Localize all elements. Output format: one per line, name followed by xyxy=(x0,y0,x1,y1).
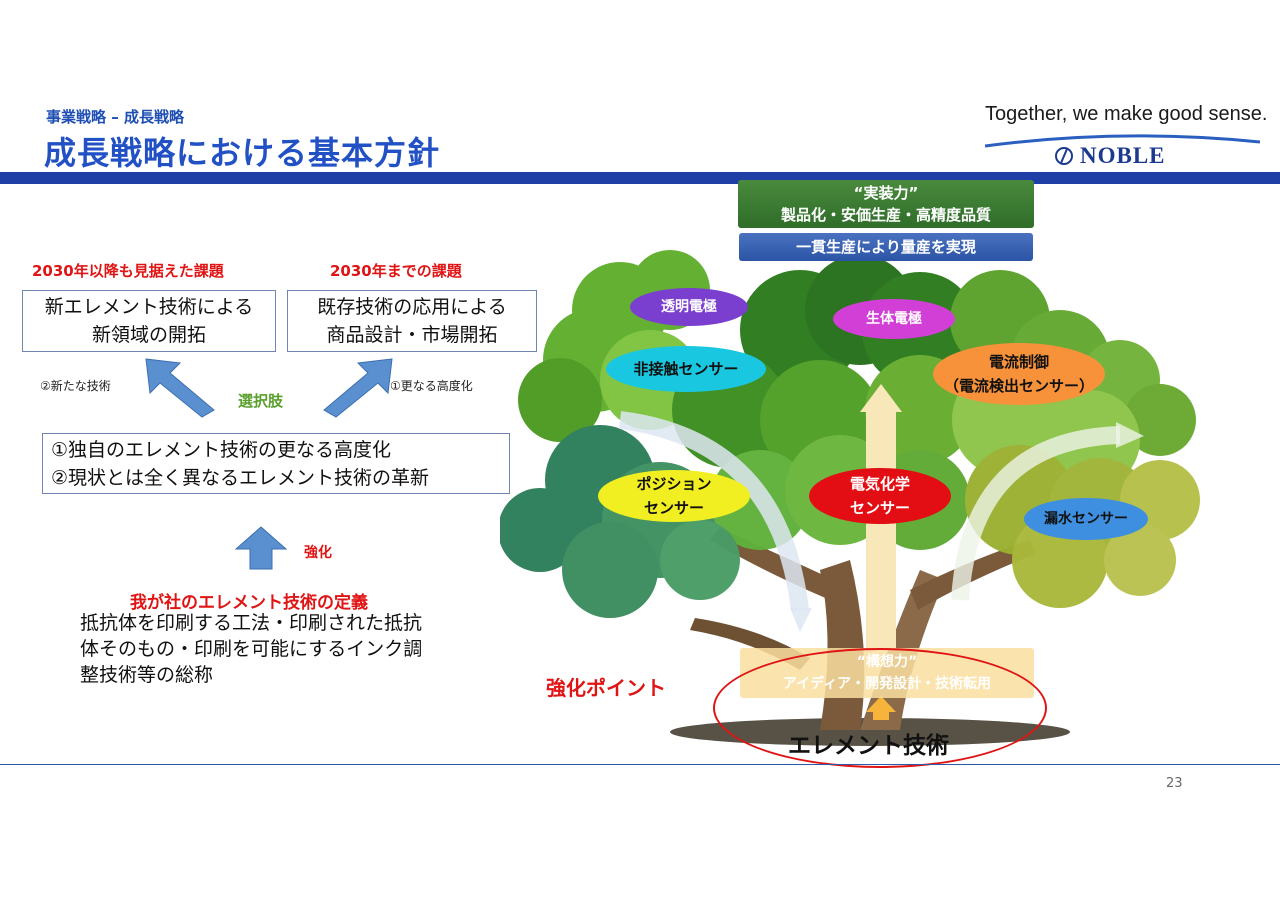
position-sensor-ellipse: ポジション センサー xyxy=(598,470,750,522)
note-advancement: ①更なる高度化 xyxy=(390,379,473,393)
box-new-domain: 新エレメント技術による 新領域の開拓 xyxy=(22,290,276,352)
arrow-up-icon xyxy=(234,526,288,570)
bio-electrode-label: 生体電極 xyxy=(866,311,922,327)
label-after-2030: 2030年以降も見据えた課題 xyxy=(32,262,224,280)
box-new-line1: 新エレメント技術による xyxy=(44,296,254,318)
box-existing-line2: 商品設計・市場開拓 xyxy=(326,324,498,346)
bio-electrode-ellipse: 生体電極 xyxy=(833,299,955,339)
transparent-electrode-ellipse: 透明電極 xyxy=(630,288,748,326)
definition-line2: 体そのもの・印刷を可能にするインク調 xyxy=(80,638,423,660)
noble-logo-icon xyxy=(1055,147,1073,165)
label-until-2030: 2030年までの課題 xyxy=(330,262,462,280)
arrow-up-left-icon xyxy=(145,358,215,418)
choices-box: ①独自のエレメント技術の更なる高度化 ②現状とは全く異なるエレメント技術の革新 xyxy=(42,433,510,494)
definition-line1: 抵抗体を印刷する工法・印刷された抵抗 xyxy=(80,612,423,634)
current-control-ellipse: 電流制御 （電流検出センサー） xyxy=(933,343,1105,405)
position-sensor-line2: センサー xyxy=(643,499,704,517)
current-control-line1: 電流制御 xyxy=(988,353,1049,371)
arrow-up-right-icon xyxy=(323,358,393,418)
electrochemical-sensor-line1: 電気化学 xyxy=(849,475,910,493)
definition-text: 抵抗体を印刷する工法・印刷された抵抗 体そのもの・印刷を可能にするインク調 整技… xyxy=(80,610,422,688)
definition-line3: 整技術等の総称 xyxy=(80,664,214,686)
element-tech-label: エレメント技術 xyxy=(788,733,949,759)
logo-swoosh-icon xyxy=(985,134,1260,148)
box-new-line2: 新領域の開拓 xyxy=(91,324,206,346)
position-sensor-line1: ポジション xyxy=(636,475,712,493)
strengthen-label: 強化 xyxy=(304,545,332,561)
transparent-electrode-label: 透明電極 xyxy=(661,299,717,315)
box-existing-line1: 既存技術の応用による xyxy=(317,296,507,318)
company-tagline: Together, we make good sense. xyxy=(985,103,1268,125)
breadcrumb: 事業戦略 – 成長戦略 xyxy=(46,108,184,126)
box-existing-tech: 既存技術の応用による 商品設計・市場開拓 xyxy=(287,290,537,352)
definition-title: 我が社のエレメント技術の定義 xyxy=(130,593,368,613)
page-number: 23 xyxy=(1166,776,1183,791)
options-label: 選択肢 xyxy=(238,392,284,410)
top-banner-title: “実装力” xyxy=(853,184,919,202)
footer-line xyxy=(0,764,1280,765)
implementation-banner: “実装力” 製品化・安価生産・高精度品質 xyxy=(738,180,1034,228)
strengthen-point-label: 強化ポイント xyxy=(546,676,666,700)
choice-line2: ②現状とは全く異なるエレメント技術の革新 xyxy=(51,467,430,489)
choice-line1: ①独自のエレメント技術の更なる高度化 xyxy=(51,439,392,461)
note-new-tech: ②新たな技術 xyxy=(40,379,111,393)
strengthen-point-circle xyxy=(713,648,1047,768)
company-logo: NOBLE xyxy=(1080,143,1166,168)
top-banner-sub: 製品化・安価生産・高精度品質 xyxy=(780,206,991,224)
current-control-line2: （電流検出センサー） xyxy=(943,377,1094,395)
leak-sensor-ellipse: 漏水センサー xyxy=(1024,498,1148,540)
header-bar xyxy=(0,172,1280,184)
mass-production-banner: 一貫生産により量産を実現 xyxy=(739,233,1033,261)
page-title: 成長戦略における基本方針 xyxy=(44,134,441,172)
leak-sensor-label: 漏水センサー xyxy=(1044,511,1128,527)
electrochemical-sensor-line2: センサー xyxy=(849,499,910,517)
noncontact-sensor-label: 非接触センサー xyxy=(633,360,739,378)
noncontact-sensor-ellipse: 非接触センサー xyxy=(606,346,766,392)
electrochemical-sensor-ellipse: 電気化学 センサー xyxy=(809,468,951,524)
